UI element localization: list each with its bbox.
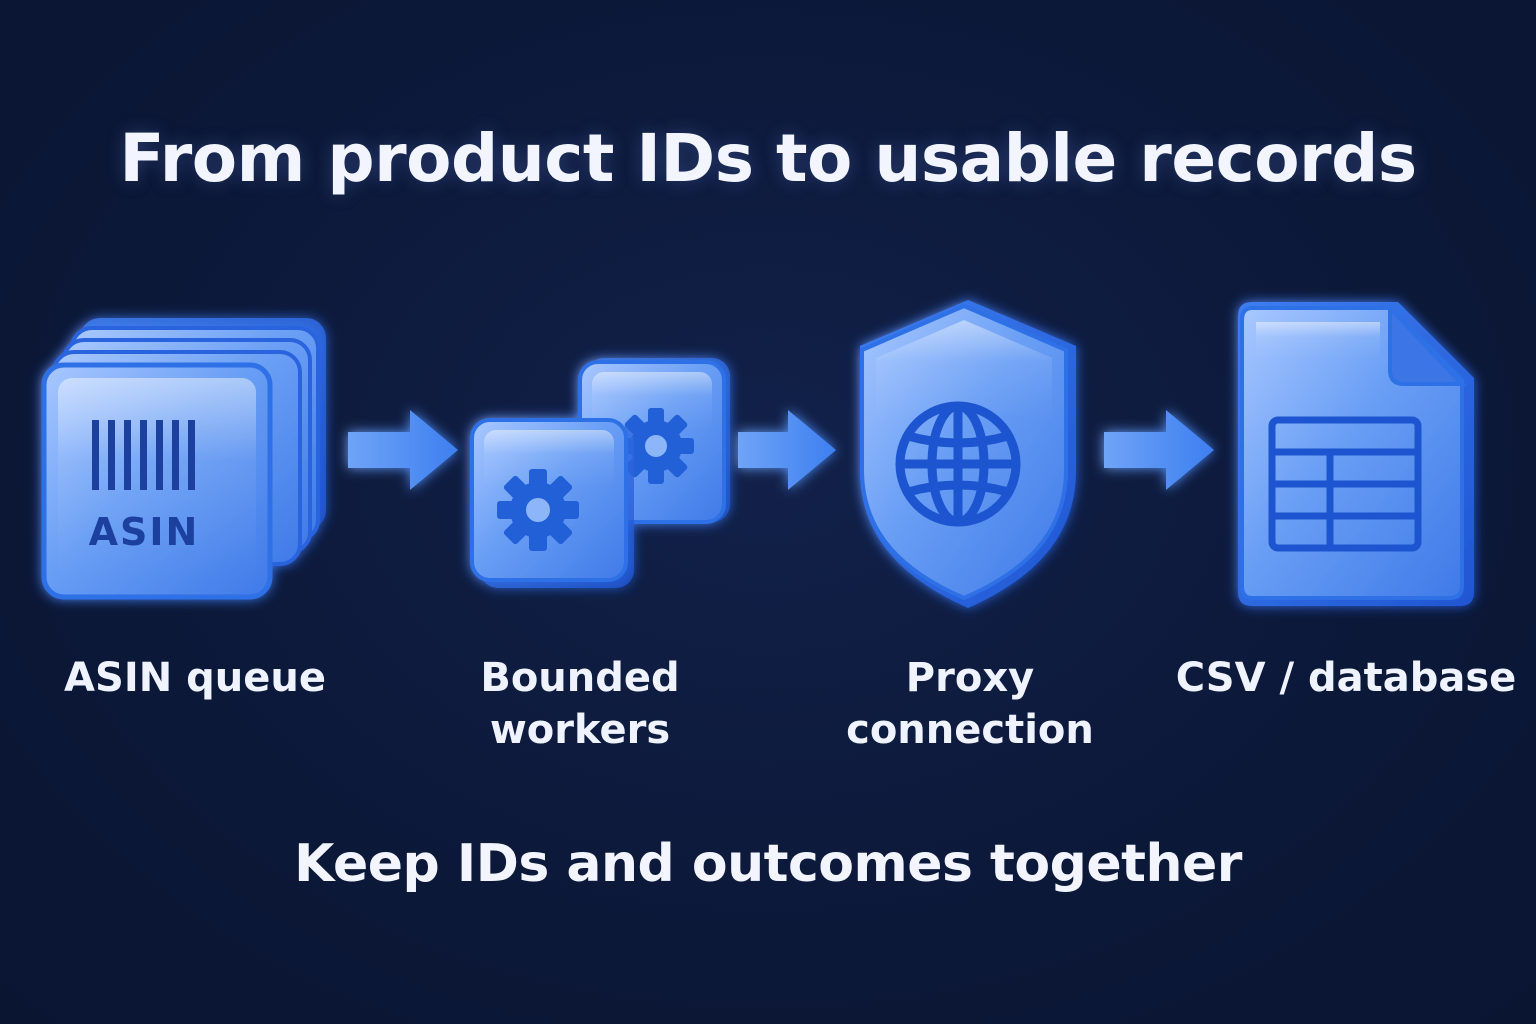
step-label-csv-database: CSV / database — [1175, 655, 1517, 701]
gear-cubes-icon — [470, 358, 730, 588]
asin-barcode-stack-icon: ASIN — [41, 318, 326, 600]
table-grid-icon — [1268, 416, 1422, 552]
barcode-icon — [92, 420, 195, 490]
spreadsheet-document-icon — [1238, 302, 1474, 606]
step-label-asin-queue: ASIN queue — [64, 655, 326, 701]
step-label-bounded-workers: Bounded workers — [480, 655, 680, 753]
flow-arrow-2 — [738, 410, 836, 490]
gear-icon — [618, 408, 694, 484]
flow-arrow-3 — [1104, 410, 1214, 490]
gear-icon — [497, 469, 579, 551]
page-title: From product IDs to usable records — [119, 120, 1417, 197]
globe-shield-icon — [860, 300, 1076, 608]
globe-icon — [895, 401, 1021, 527]
flow-arrow-1 — [348, 410, 458, 490]
step-label-proxy-connection: Proxy connection — [846, 655, 1094, 753]
footer-caption: Keep IDs and outcomes together — [294, 834, 1242, 894]
asin-badge: ASIN — [89, 510, 200, 554]
